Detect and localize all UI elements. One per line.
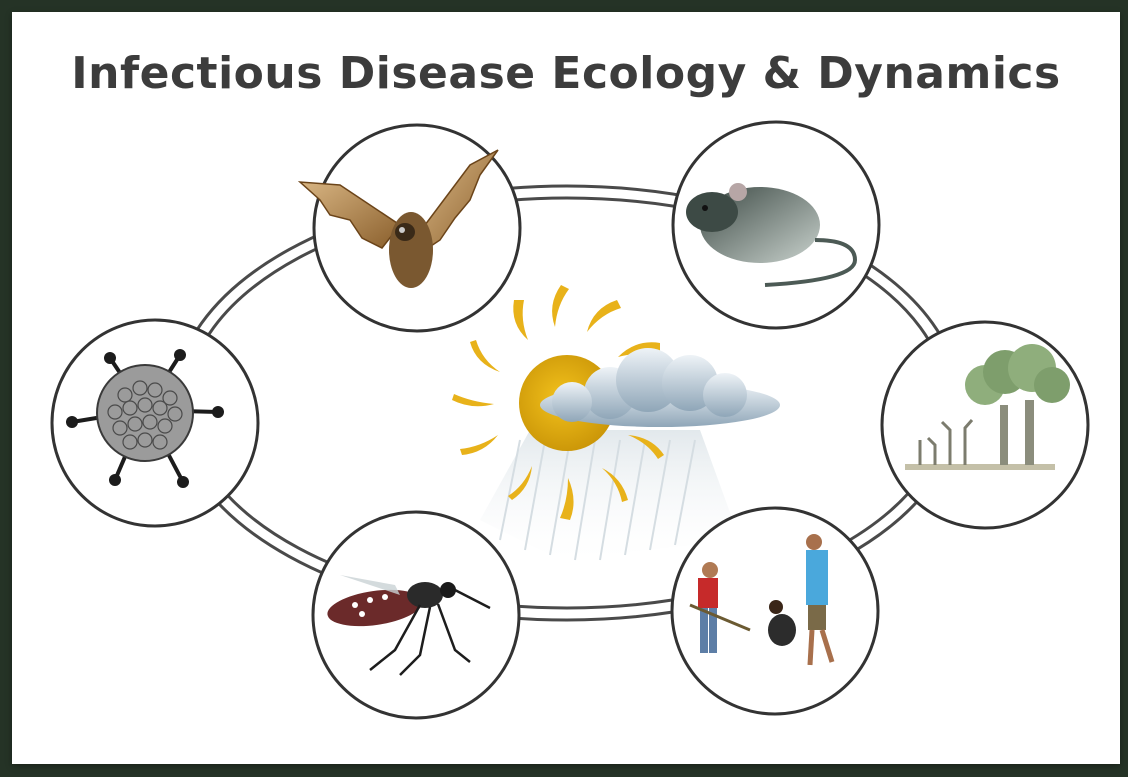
- node-virus: [52, 320, 258, 526]
- node-forest: [882, 322, 1088, 528]
- node-rodent: [673, 122, 879, 328]
- node-people: [672, 508, 878, 714]
- node-bat: [300, 125, 520, 331]
- node-mosquito: [313, 512, 519, 718]
